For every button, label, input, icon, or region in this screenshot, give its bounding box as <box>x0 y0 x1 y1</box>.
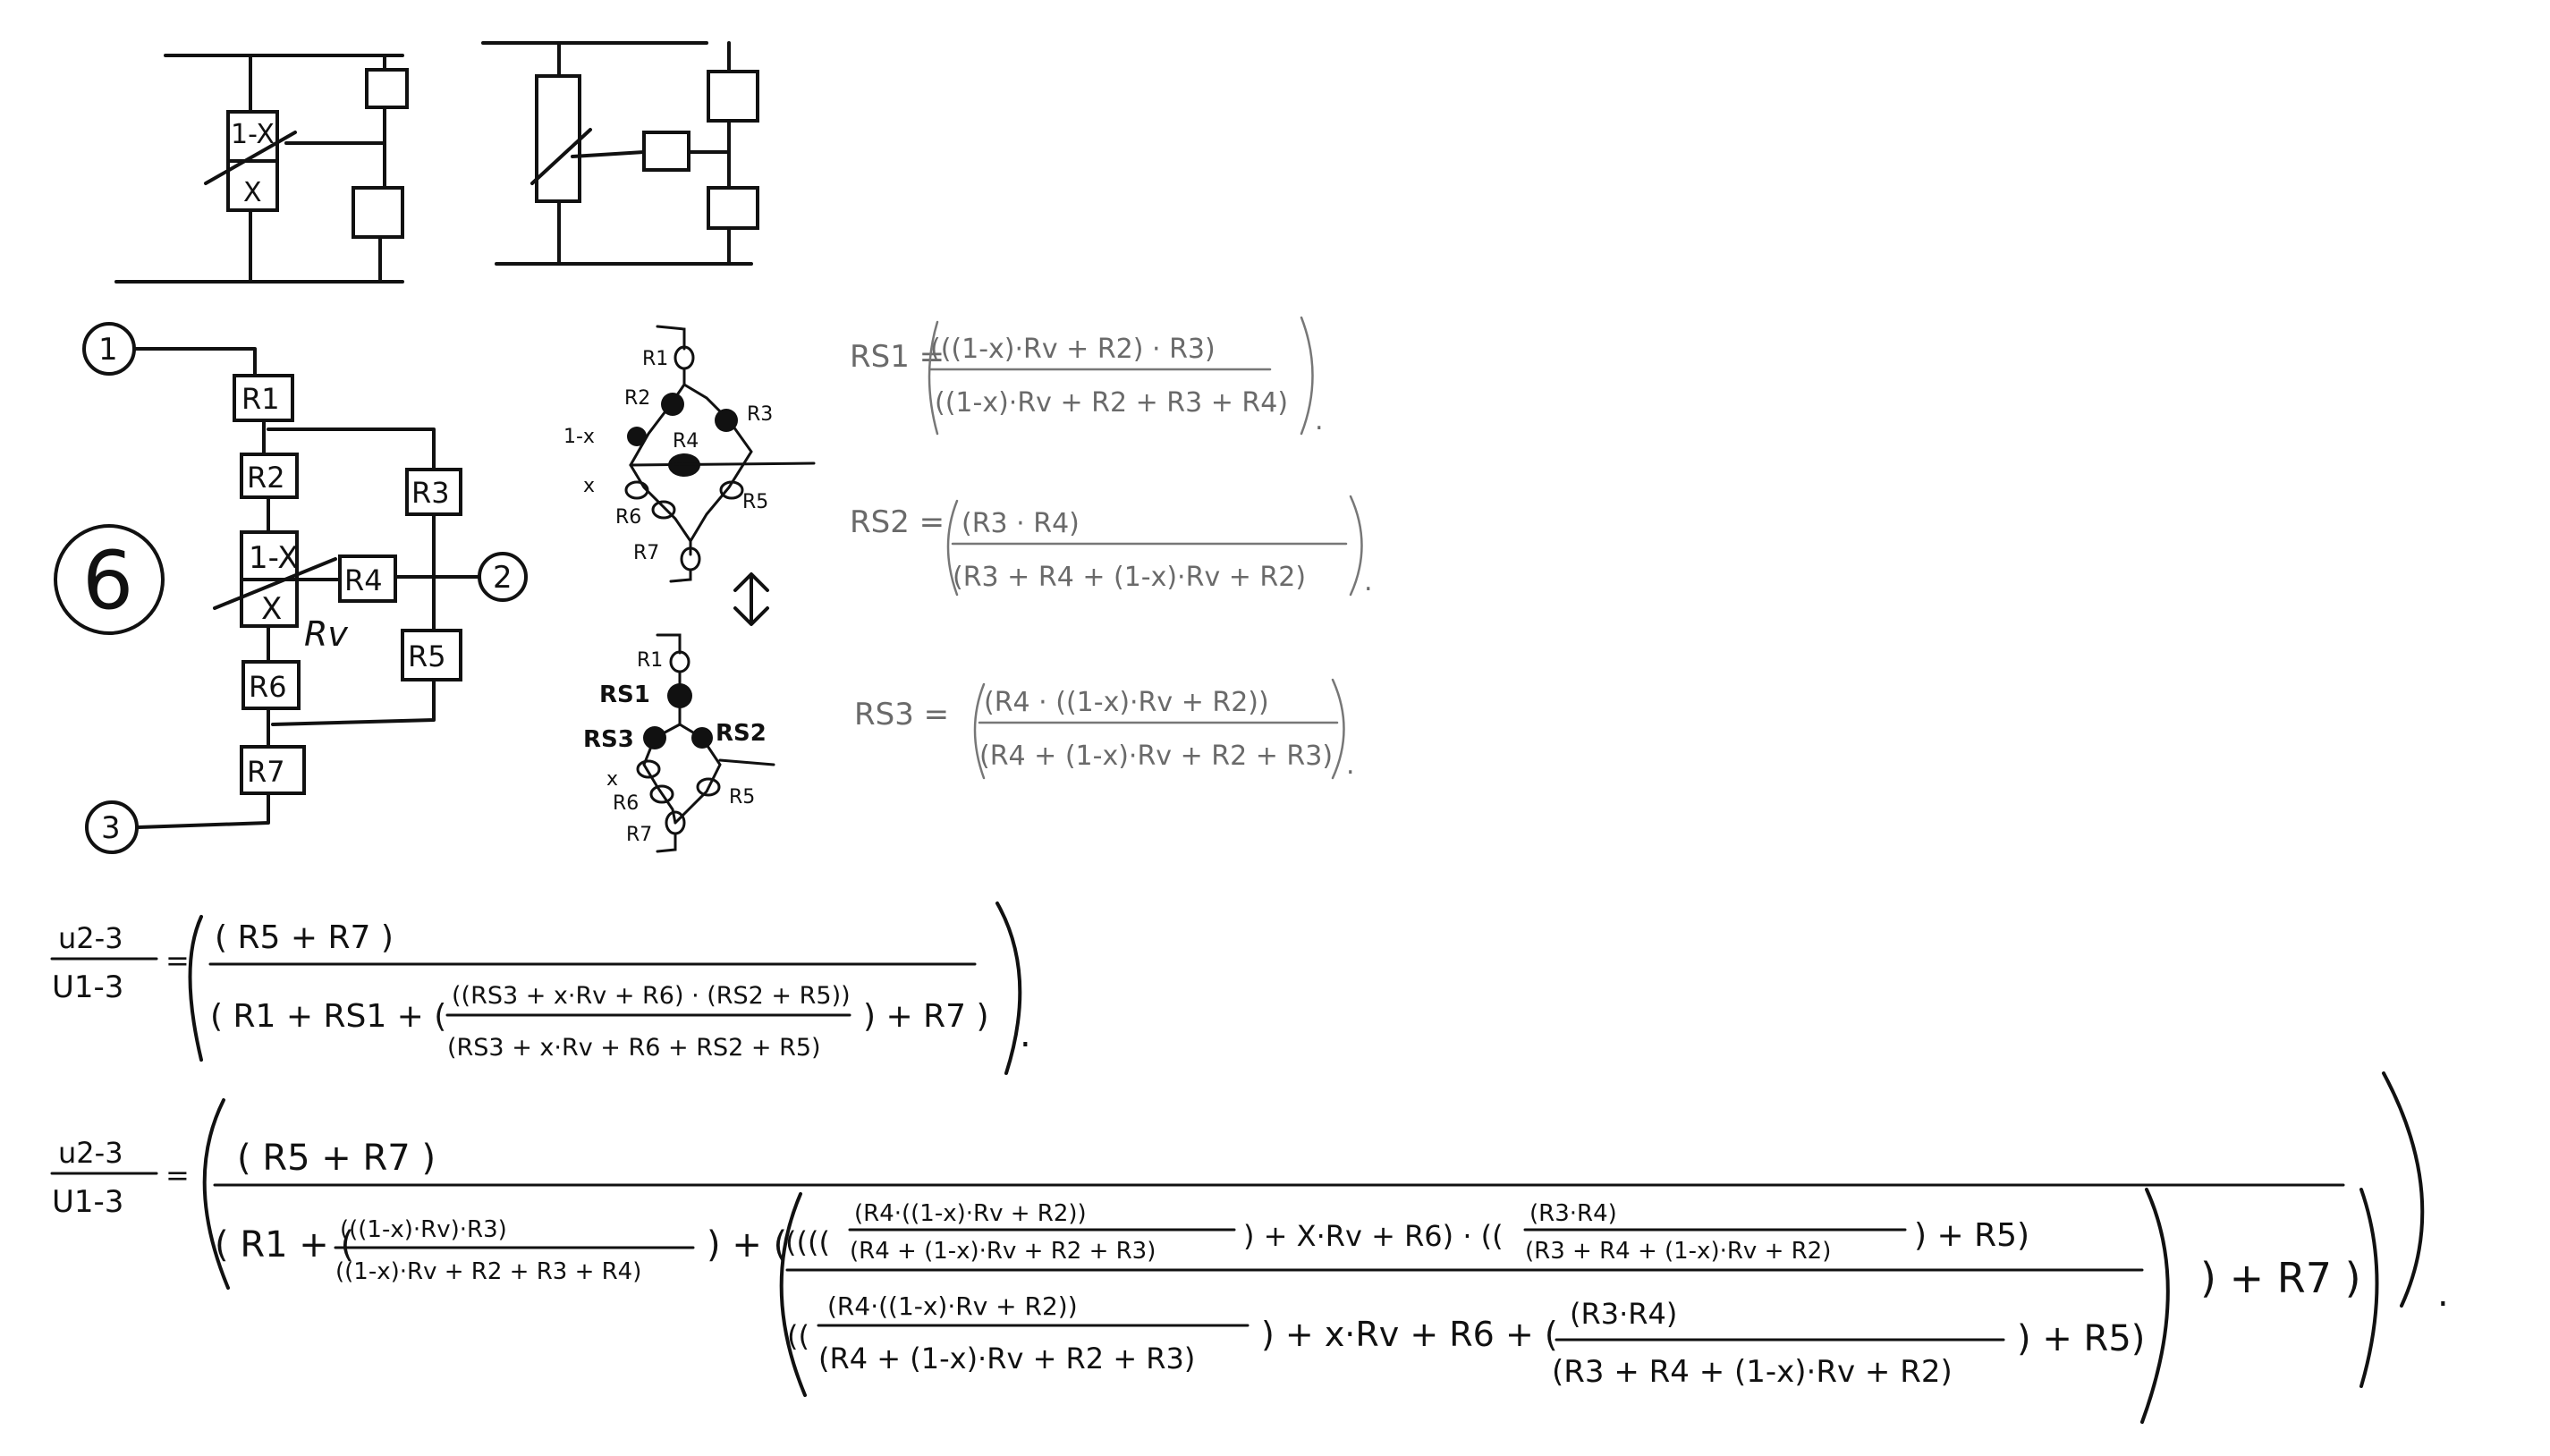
svg-text:R3: R3 <box>747 403 773 426</box>
terminal-2 <box>478 552 528 602</box>
problem-number: 6 <box>82 534 133 628</box>
svg-text:R6: R6 <box>615 506 641 529</box>
rv-label: Rv <box>304 614 348 654</box>
svg-text:(((1-x)·Rv + R2) · R3): (((1-x)·Rv + R2) · R3) <box>930 334 1216 365</box>
svg-text:(R4 + (1-x)·Rv + R2 + R3): (R4 + (1-x)·Rv + R2 + R3) <box>979 741 1333 772</box>
svg-text:R2: R2 <box>624 387 650 410</box>
bridge-diagram-original: R1 R2 R3 R4 1-x x R5 R6 R7 <box>563 325 816 583</box>
svg-text:.: . <box>1315 405 1324 436</box>
svg-text:) + R5): ) + R5) <box>2017 1318 2145 1359</box>
svg-text:R7: R7 <box>247 755 285 789</box>
svg-text:RS1: RS1 <box>599 681 650 708</box>
pot-top-label: 1-X <box>231 119 275 150</box>
svg-text:RS2: RS2 <box>716 720 767 747</box>
svg-text:(R4 · ((1-x)·Rv + R2)): (R4 · ((1-x)·Rv + R2)) <box>984 687 1269 718</box>
svg-text:R1: R1 <box>642 348 668 370</box>
svg-text:((1-x)·Rv + R2 + R3 + R4): ((1-x)·Rv + R2 + R3 + R4) <box>335 1258 641 1285</box>
svg-text:R5: R5 <box>729 786 755 808</box>
svg-text:R2: R2 <box>247 461 285 495</box>
svg-text:) + X·Rv + R6) · ((: ) + X·Rv + R6) · (( <box>1243 1219 1504 1253</box>
svg-text:(((1-x)·Rv)·R3): (((1-x)·Rv)·R3) <box>340 1216 507 1243</box>
problem-number-circle <box>54 524 165 635</box>
resistor-r3 <box>405 468 462 516</box>
svg-text:R6: R6 <box>249 670 287 704</box>
svg-text:R3: R3 <box>411 476 450 510</box>
svg-text:(R3 + R4 + (1-x)·Rv + R2): (R3 + R4 + (1-x)·Rv + R2) <box>1552 1354 1953 1390</box>
svg-text:( R5 + R7 ): ( R5 + R7 ) <box>237 1138 436 1179</box>
svg-text:((RS3 + x·Rv + R6) · (RS2 + R5: ((RS3 + x·Rv + R6) · (RS2 + R5)) <box>452 982 851 1010</box>
terminal-3 <box>85 800 139 854</box>
equation-rs2: RS2 = (R3 · R4) (R3 + R4 + (1-x)·Rv + R2… <box>850 495 1373 597</box>
svg-text:(R3·R4): (R3·R4) <box>1529 1200 1617 1227</box>
svg-text:.: . <box>1020 1014 1031 1055</box>
svg-text:=: = <box>165 944 190 978</box>
svg-text:.: . <box>1346 749 1355 781</box>
svg-text:R5: R5 <box>408 639 446 673</box>
svg-text:2: 2 <box>493 560 513 596</box>
svg-text:u2-3: u2-3 <box>58 1136 123 1170</box>
svg-text:.: . <box>1364 566 1373 597</box>
svg-text:R5: R5 <box>742 491 768 513</box>
svg-text:( R1 + RS1 + (: ( R1 + RS1 + ( <box>210 998 446 1035</box>
svg-text:x: x <box>606 768 618 791</box>
svg-text:) + x·Rv + R6 + (: ) + x·Rv + R6 + ( <box>1261 1315 1558 1354</box>
equation-rs1: RS1 = (((1-x)·Rv + R2) · R3) ((1-x)·Rv +… <box>850 316 1324 436</box>
svg-text:R7: R7 <box>626 824 652 846</box>
svg-text:RS3 =: RS3 = <box>854 697 949 732</box>
svg-text:.: . <box>2437 1274 2449 1315</box>
svg-text:(R4·((1-x)·Rv + R2)): (R4·((1-x)·Rv + R2)) <box>854 1200 1087 1227</box>
svg-text:) + R7 ): ) + R7 ) <box>2200 1254 2361 1302</box>
svg-text:) + (: ) + ( <box>707 1224 787 1266</box>
main-circuit: 1 R1 R2 R3 1-X X Rv R4 2 R5 R6 R7 3 <box>54 322 528 854</box>
svg-text:((1-x)·Rv + R2 + R3 + R4): ((1-x)·Rv + R2 + R3 + R4) <box>935 387 1288 419</box>
svg-text:=: = <box>165 1158 190 1192</box>
svg-text:) + R5): ) + R5) <box>1914 1217 2029 1254</box>
svg-text:(R4·((1-x)·Rv + R2)): (R4·((1-x)·Rv + R2)) <box>827 1291 1078 1321</box>
svg-text:(R4 + (1-x)·Rv + R2 + R3): (R4 + (1-x)·Rv + R2 + R3) <box>818 1342 1195 1376</box>
resistor-r7 <box>240 745 306 795</box>
svg-text:(R3 · R4): (R3 · R4) <box>962 508 1080 539</box>
svg-text:u2-3: u2-3 <box>58 921 123 955</box>
svg-text:) + R7 ): ) + R7 ) <box>863 998 989 1035</box>
svg-text:RS3: RS3 <box>583 726 634 753</box>
svg-text:(R3 + R4 + (1-x)·Rv + R2): (R3 + R4 + (1-x)·Rv + R2) <box>1525 1238 1831 1265</box>
equation-transfer-compact: u2-3 U1-3 = ( R5 + R7 ) ( R1 + RS1 + ( (… <box>50 902 1031 1075</box>
svg-text:1-X: 1-X <box>249 540 299 576</box>
svg-text:U1-3: U1-3 <box>52 969 123 1005</box>
svg-text:R6: R6 <box>613 792 639 815</box>
resistor-r2 <box>240 453 299 499</box>
svg-text:( R1 + (: ( R1 + ( <box>215 1224 354 1266</box>
svg-text:((((: (((( <box>785 1225 830 1259</box>
svg-text:(R3·R4): (R3·R4) <box>1570 1297 1677 1331</box>
bridge-diagram-transformed: R1 RS1 RS3 RS2 x R6 R5 R7 <box>583 633 775 853</box>
svg-text:1: 1 <box>98 332 118 368</box>
svg-text:X: X <box>261 591 282 627</box>
svg-text:RS2 =: RS2 = <box>850 504 945 540</box>
svg-text:R1: R1 <box>241 382 280 416</box>
svg-text:(R3 + R4 + (1-x)·Rv + R2): (R3 + R4 + (1-x)·Rv + R2) <box>953 562 1306 593</box>
svg-text:(R4 + (1-x)·Rv + R2 + R3): (R4 + (1-x)·Rv + R2 + R3) <box>850 1238 1156 1265</box>
equation-transfer-expanded: u2-3 U1-3 = ( R5 + R7 ) ( R1 + ( (((1-x)… <box>50 1071 2449 1424</box>
equation-rs3: RS3 = (R4 · ((1-x)·Rv + R2)) (R4 + (1-x)… <box>854 678 1355 781</box>
resistor-r5 <box>401 629 462 681</box>
pot-bottom-label: X <box>243 177 262 208</box>
svg-text:R7: R7 <box>633 542 659 564</box>
svg-text:( R5 + R7 ): ( R5 + R7 ) <box>215 919 394 956</box>
svg-text:R4: R4 <box>344 563 383 597</box>
sketch-pot-three-resistors <box>481 41 759 266</box>
sketch-pot-two-resistors: 1-X X <box>114 54 409 284</box>
svg-text:U1-3: U1-3 <box>52 1184 123 1220</box>
svg-text:R1: R1 <box>637 649 663 672</box>
equivalence-arrow <box>733 572 769 626</box>
resistor-r6 <box>241 660 301 710</box>
svg-text:1-x: 1-x <box>563 426 595 448</box>
svg-text:(RS3 + x·Rv + R6 + RS2 + R5): (RS3 + x·Rv + R6 + RS2 + R5) <box>447 1034 821 1062</box>
svg-text:x: x <box>583 475 595 497</box>
svg-text:3: 3 <box>101 810 121 846</box>
svg-text:R4: R4 <box>673 430 699 453</box>
